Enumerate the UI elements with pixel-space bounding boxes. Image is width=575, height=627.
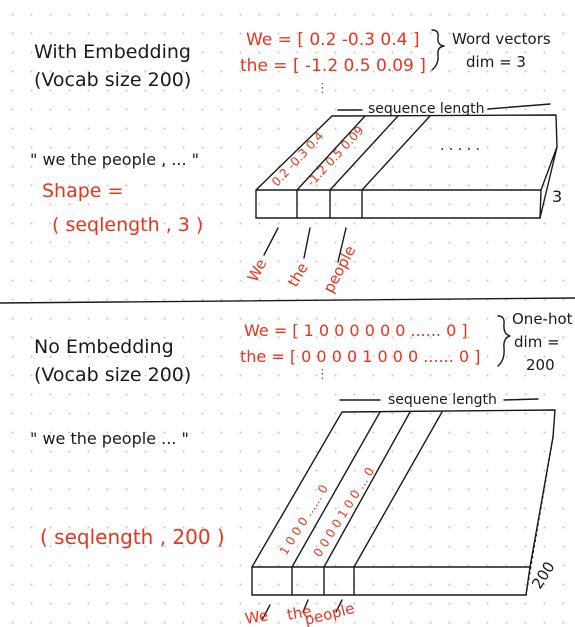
- bottom-title: No Embedding: [34, 336, 174, 358]
- bottom-shape-value: ( seqlength , 200 ): [40, 525, 225, 549]
- bottom-depth-label: 200: [528, 558, 558, 592]
- bottom-vector-we: We = [ 1 0 0 0 0 0 0 ...... 0 ]: [244, 321, 468, 340]
- bottom-pointer-the: [302, 599, 309, 613]
- top-shape-label: Shape =: [42, 180, 123, 202]
- bottom-pointer-we: [261, 604, 271, 621]
- top-pointer-we: [263, 227, 279, 256]
- bottom-token-people: people: [303, 599, 357, 627]
- top-token-we: We: [244, 256, 271, 285]
- bottom-slice-the-values: 0 0 0 0 1 0 0 ... 0: [311, 465, 377, 560]
- top-brace-note-1: Word vectors: [452, 30, 551, 48]
- bottom-vector-the: the = [ 0 0 0 0 1 0 0 0 ...... 0 ]: [240, 347, 480, 366]
- bottom-pointer-people: [335, 599, 343, 613]
- top-brace: [431, 29, 445, 71]
- top-seq-length-label: sequence length: [368, 101, 485, 117]
- top-title: With Embedding: [34, 41, 191, 63]
- bottom-vector-ellipsis: ⋮: [316, 367, 329, 382]
- top-more-dots: . . . . .: [440, 138, 480, 154]
- top-depth-label: 3: [552, 187, 562, 206]
- bottom-brace-note-2: dim =: [514, 333, 560, 351]
- top-token-the: the: [284, 260, 312, 290]
- bottom-token-the: the: [286, 602, 313, 624]
- top-vector-we: We = [ 0.2 -0.3 0.4 ]: [246, 30, 419, 50]
- top-shape-value: ( seqlength , 3 ): [52, 214, 203, 236]
- bottom-seq-length-label: sequene length: [388, 392, 497, 408]
- top-pointer-the: [303, 227, 311, 259]
- top-token-people: people: [320, 243, 360, 296]
- top-brace-note-2: dim = 3: [466, 53, 526, 71]
- top-vector-ellipsis: ⋮: [316, 81, 329, 96]
- top-tensor-block: [255, 114, 558, 219]
- top-example-phrase: " we the people , ... ": [30, 150, 199, 169]
- top-seq-length-line-right: [487, 103, 551, 110]
- top-pointer-people: [337, 227, 347, 263]
- bottom-brace-note-1: One-hot: [512, 310, 573, 328]
- section-divider: [0, 297, 575, 304]
- top-vector-the: the = [ -1.2 0.5 0.09 ]: [240, 56, 426, 76]
- bottom-subtitle: (Vocab size 200): [34, 364, 191, 386]
- bottom-tensor-block: [251, 409, 556, 596]
- bottom-token-we: We: [244, 606, 270, 627]
- bottom-brace: [497, 315, 511, 367]
- top-subtitle: (Vocab size 200): [34, 69, 191, 91]
- bottom-brace-note-3: 200: [526, 356, 555, 374]
- bottom-seq-length-line-right: [503, 398, 539, 401]
- bottom-example-phrase: " we the people ... ": [30, 429, 189, 448]
